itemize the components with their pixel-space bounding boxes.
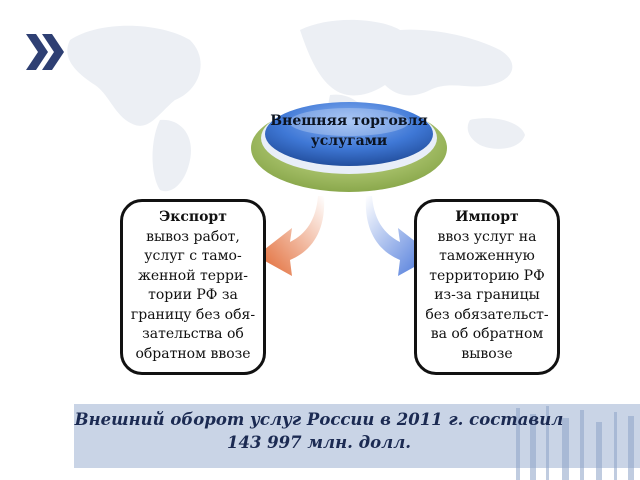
- double-chevron-icon: [26, 34, 64, 70]
- import-line: из-за границы: [434, 287, 540, 303]
- center-title-line2: услугами: [310, 133, 388, 149]
- export-line: обратном ввозе: [135, 345, 251, 362]
- export-arrow: [256, 196, 325, 276]
- import-line: ва об обратном: [430, 326, 544, 342]
- export-box: Экспорт вывоз работ, услуг с тамо- женно…: [120, 199, 266, 375]
- import-heading: Импорт: [455, 209, 519, 225]
- export-line: вывоз работ,: [146, 228, 240, 245]
- export-line: границу без обя-: [130, 306, 256, 323]
- import-line: вывозе: [461, 345, 513, 362]
- export-line: тории РФ за: [148, 287, 238, 303]
- import-line: территорию РФ: [429, 267, 545, 284]
- footer-caption: Внешний оборот услуг России в 2011 г. со…: [74, 408, 564, 454]
- import-line: ввоз услуг на: [437, 228, 537, 245]
- center-title: Внешняя торговля услугами: [262, 110, 436, 152]
- export-line: зательства об: [142, 326, 244, 342]
- footer-line2: 143 997 млн. долл.: [226, 433, 412, 452]
- footer-line1: Внешний оборот услуг России в 2011 г. со…: [74, 410, 564, 429]
- import-line: таможенную: [439, 248, 535, 264]
- import-line: без обязательст-: [425, 306, 549, 323]
- export-heading: Экспорт: [159, 209, 227, 225]
- decorative-bars: [516, 406, 634, 480]
- export-line: услуг с тамо-: [144, 248, 242, 264]
- footer-band: [74, 404, 640, 468]
- export-line: женной терри-: [137, 267, 249, 284]
- import-box: Импорт ввоз услуг на таможенную территор…: [414, 199, 560, 375]
- center-node-shape: [251, 102, 447, 192]
- center-title-line1: Внешняя торговля: [270, 113, 428, 129]
